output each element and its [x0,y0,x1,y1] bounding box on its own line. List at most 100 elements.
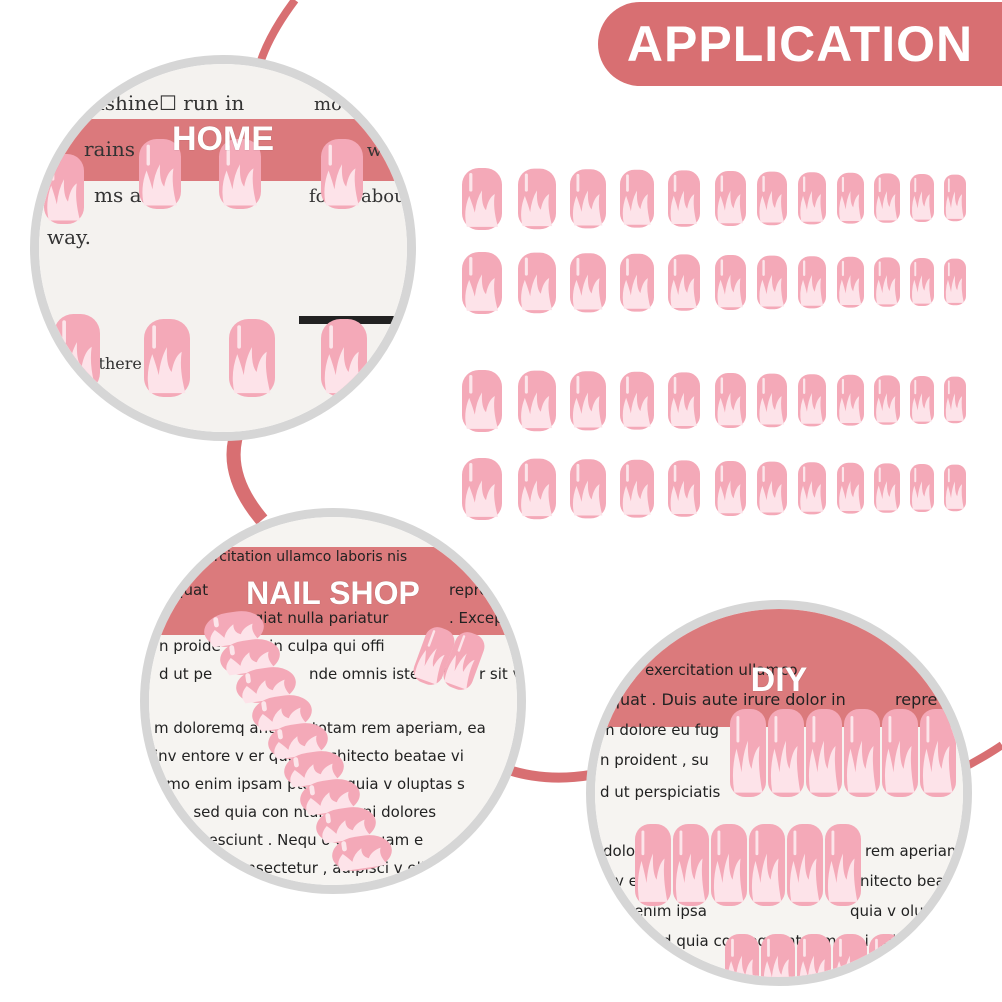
press-on-nail [825,824,861,906]
press-on-nail [798,172,826,225]
press-on-nail [944,174,966,222]
diy-text-1: exercitation ullamco [645,661,798,679]
diy-text-6a: dolor [603,842,642,860]
press-on-nail [715,255,746,310]
press-on-nail [668,372,700,429]
press-on-nail [321,139,363,209]
press-on-nail [673,824,709,906]
press-on-nail [711,824,747,906]
shop-text-3a: fugiat nulla pariatur [239,609,389,627]
press-on-nail [462,458,502,520]
press-on-nail [844,709,880,797]
press-on-nail [518,458,556,520]
press-on-nail [757,255,787,310]
press-on-nail [797,934,831,977]
press-on-nail [882,709,918,797]
home-text-5: t there [87,354,142,373]
home-text-2a: rains [84,137,135,161]
press-on-nail [837,462,864,514]
press-on-nail [139,139,181,209]
press-on-nail [837,256,864,308]
press-on-nail [730,709,766,797]
press-on-nail [44,154,84,224]
press-on-nail [761,934,795,977]
press-on-nail [668,254,700,311]
diy-text-7b: nitecto beat [860,872,951,890]
home-text-3c: about [361,186,407,207]
press-on-nail [443,632,485,690]
press-on-nail [635,824,671,906]
press-on-nail [798,256,826,309]
press-on-nail [518,252,556,314]
press-on-nail [570,253,606,313]
diy-text-8b: quia v oluptas [850,902,956,920]
press-on-nail [715,461,746,516]
home-text-1b: mo [314,94,342,115]
press-on-nail [837,172,864,224]
nail-grid [462,168,966,520]
diy-text-3: m dolore eu fug [600,721,719,739]
press-on-nail [229,319,275,397]
press-on-nail [757,171,787,226]
shop-text-2a: quat [174,581,208,599]
press-on-nail [910,376,934,424]
press-on-nail [944,376,966,424]
home-text-4: way. [47,225,91,249]
press-on-nail [715,171,746,226]
press-on-nail [768,709,804,797]
press-on-nail [798,374,826,427]
diy-text-8a: o enim ipsa [620,902,707,920]
press-on-nail [944,258,966,306]
nail-shop-circle: exercitation ullamco laboris nis quat re… [140,508,526,894]
diy-label: DIY [750,661,808,699]
press-on-nail [413,627,455,685]
press-on-nail [798,462,826,515]
press-on-nail [54,314,100,392]
press-on-nail [462,370,502,432]
press-on-nail [570,459,606,519]
press-on-nail [518,168,556,230]
press-on-nail [462,252,502,314]
diy-text-4: n proident , su [600,751,709,769]
press-on-nail [620,371,654,430]
shop-text-5a: d ut pe [159,665,212,683]
press-on-nail [332,835,392,872]
diy-text-2b: repre [895,690,937,709]
press-on-nail [910,464,934,512]
press-on-nail [144,319,190,397]
banner-title: APPLICATION [626,16,974,72]
home-label: HOME [172,120,274,158]
nail-shop-label: NAIL SHOP [246,575,420,611]
shop-text-2b: repre [449,581,489,599]
press-on-nail [869,934,903,977]
shop-text-4b: nt in culpa qui offi [249,637,385,655]
press-on-nail [910,174,934,222]
press-on-nail [837,374,864,426]
home-text-1a: unshine☐ run in [79,91,244,115]
press-on-nail [462,168,502,230]
press-on-nail [806,709,842,797]
press-on-nail [570,169,606,229]
diy-text-6b: rem aperiam [865,842,962,860]
shop-text-3b: . Except [449,609,510,627]
press-on-nail [236,667,296,704]
diy-circle: exercitation ullamco equat . Duis aute i… [586,600,972,986]
press-on-nail [920,709,956,797]
press-on-nail [668,170,700,227]
diy-text-5: d ut perspiciatis [600,783,721,801]
shop-text-11: consectetur , adipisci v elit , [229,859,440,877]
diy-text-2a: equat . Duis aute irure dolor in [600,690,846,709]
home-circle: unshine☐ run in mo rains pe wi ms an fo … [30,55,416,441]
press-on-nail [620,169,654,228]
press-on-nail [874,257,900,307]
press-on-nail [725,934,759,977]
press-on-nail [874,463,900,513]
press-on-nail [715,373,746,428]
press-on-nail [874,173,900,223]
shop-text-1: exercitation ullamco laboris nis [189,549,407,565]
application-banner: APPLICATION [598,2,1002,86]
press-on-nail [757,461,787,516]
press-on-nail [757,373,787,428]
press-on-nail [833,934,867,977]
press-on-nail [321,319,367,397]
